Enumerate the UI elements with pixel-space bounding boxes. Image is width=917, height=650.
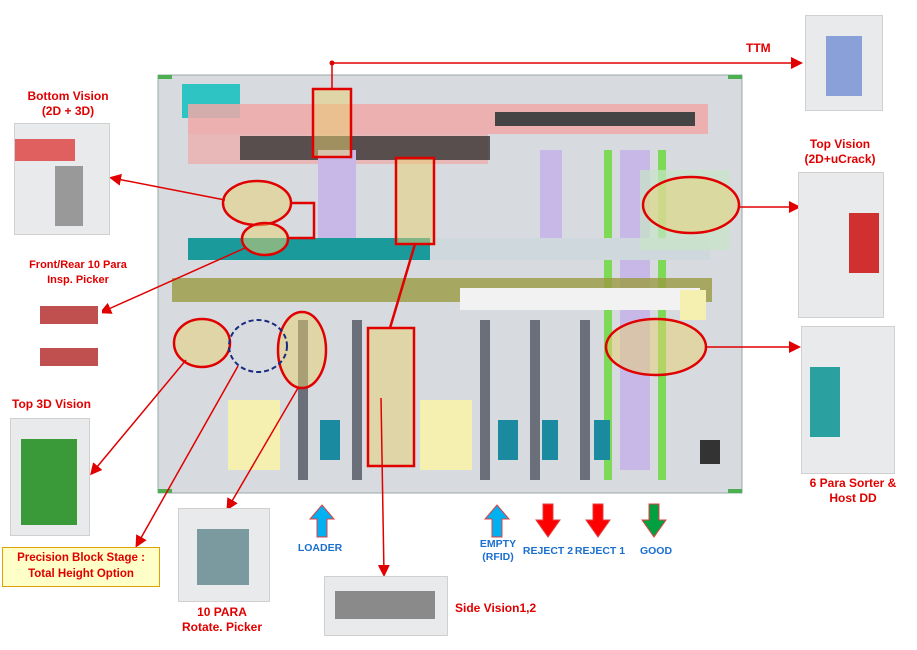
good-label: GOOD [639,545,673,557]
ttm-highlight [311,87,353,159]
label-line: 6 Para Sorter & [809,476,897,490]
label-line: EMPTY [479,538,517,550]
top-vision-image [798,172,884,318]
label-line: Precision Block Stage : [17,552,145,564]
sorter-highlight [604,317,708,377]
insp-picker-image [36,296,102,378]
transfer-highlight [394,156,436,246]
rotate-picker-image [178,508,270,602]
precision-block-label: Precision Block Stage : Total Height Opti… [2,547,160,587]
top-3d-vision-highlight [172,317,232,369]
label-line: (RFID) [482,551,514,563]
sorter-image [801,326,895,474]
reject1-arrow-icon [585,503,611,538]
label-line: (2D + 3D) [41,104,95,118]
label-line: (2D+uCrack) [804,152,876,166]
precision-block-highlight [228,319,288,373]
rotate-picker-highlight [276,310,328,390]
bottom-vision-label: Bottom Vision(2D + 3D) [18,89,118,119]
label-line: 10 PARA [197,605,247,619]
empty-label: EMPTY(RFID) [472,538,524,564]
loader-label: LOADER [297,542,343,554]
reject1-label: REJECT 1 [574,545,626,557]
good-arrow-icon [641,503,667,538]
label-line: Total Height Option [28,568,134,580]
reject2-arrow-icon [535,503,561,538]
machine-layout [157,74,743,494]
insp-picker-highlight [240,221,290,257]
side-vision-image [324,576,448,636]
top-3d-vision-image [10,418,90,536]
empty-arrow-icon [483,504,511,538]
side-vision-label: Side Vision1,2 [455,601,537,615]
ttm-label: TTM [746,41,771,55]
label-line: Host DD [829,491,877,505]
sorter-label: 6 Para Sorter &Host DD [800,476,906,506]
label-line: Bottom Vision [27,89,109,103]
loader-arrow-icon [308,504,336,538]
top-3d-vision-label: Top 3D Vision [12,397,91,411]
reject2-label: REJECT 2 [522,545,574,557]
bottom-vision-highlight [221,179,293,227]
top-vision-highlight [641,175,741,235]
top-vision-label: Top Vision(2D+uCrack) [790,137,890,167]
ttm-image [805,15,883,111]
side-vision-highlight [366,326,416,468]
label-line: Top Vision [809,137,871,151]
bottom-vision-image [14,123,110,235]
label-line: Rotate. Picker [181,620,263,634]
label-line: Front/Rear 10 Para [29,259,127,271]
label-line: Insp. Picker [47,274,109,286]
